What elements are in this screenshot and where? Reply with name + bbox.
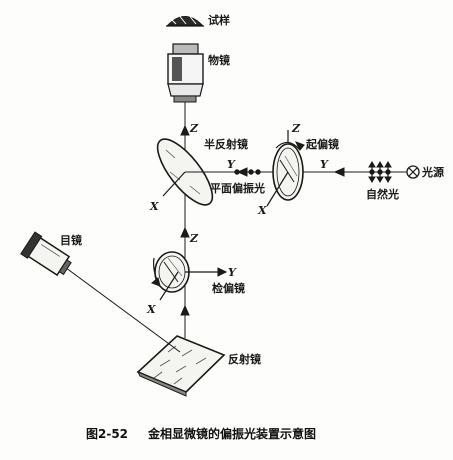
analyzer bbox=[151, 251, 190, 293]
axis-arrow-up-2 bbox=[180, 226, 190, 238]
light-source-label: 光源 bbox=[421, 165, 444, 179]
specimen-label: 试样 bbox=[208, 13, 230, 27]
natural-light-symbols bbox=[368, 161, 392, 183]
analyzer-z-axis-label: Z bbox=[189, 232, 199, 245]
eyepiece bbox=[20, 231, 72, 277]
analyzer-x-axis-label: X bbox=[146, 303, 156, 316]
figure-caption: 金相显微镜的偏振光装置示意图 bbox=[147, 426, 316, 441]
polarizer-label: 起偏镜 bbox=[305, 137, 339, 151]
reflector-label: 反射镜 bbox=[228, 352, 261, 366]
analyzer-x-axis bbox=[159, 271, 179, 301]
horizontal-arrow-2 bbox=[333, 167, 345, 177]
polarizer-x-axis bbox=[266, 171, 289, 207]
objective-lens bbox=[167, 43, 204, 103]
half-mirror-y-axis-label: Y bbox=[227, 158, 236, 171]
eyepiece-beam bbox=[57, 261, 181, 353]
polarizer-z-axis-label: Z bbox=[291, 122, 301, 135]
half-mirror-label: 半反射镜 bbox=[204, 137, 248, 151]
polarizer-y-axis-label: Y bbox=[320, 158, 329, 171]
plane-polarized-light-label: 平面偏振光 bbox=[210, 181, 265, 195]
half-mirror-x-axis-label: X bbox=[149, 200, 159, 213]
analyzer-y-axis-label: Y bbox=[228, 266, 237, 279]
natural-light-label: 自然光 bbox=[366, 187, 399, 201]
eyepiece-label: 目镜 bbox=[60, 233, 82, 247]
reflector bbox=[136, 335, 226, 397]
axis-arrow-up-1 bbox=[180, 124, 190, 136]
specimen bbox=[166, 13, 204, 27]
figure-number: 图2-52 bbox=[86, 427, 128, 441]
polarization-dots bbox=[234, 169, 261, 175]
objective-label: 物镜 bbox=[208, 53, 230, 67]
polarizer bbox=[272, 141, 305, 201]
light-source-icon bbox=[406, 165, 420, 179]
half-mirror-x-axis bbox=[162, 171, 186, 197]
analyzer-y-arrow bbox=[217, 267, 228, 277]
half-mirror-z-axis-label: Z bbox=[189, 122, 199, 135]
axis-arrow-up-3 bbox=[180, 304, 190, 316]
polarizer-x-axis-label: X bbox=[257, 204, 267, 217]
analyzer-label: 检偏镜 bbox=[212, 281, 245, 295]
